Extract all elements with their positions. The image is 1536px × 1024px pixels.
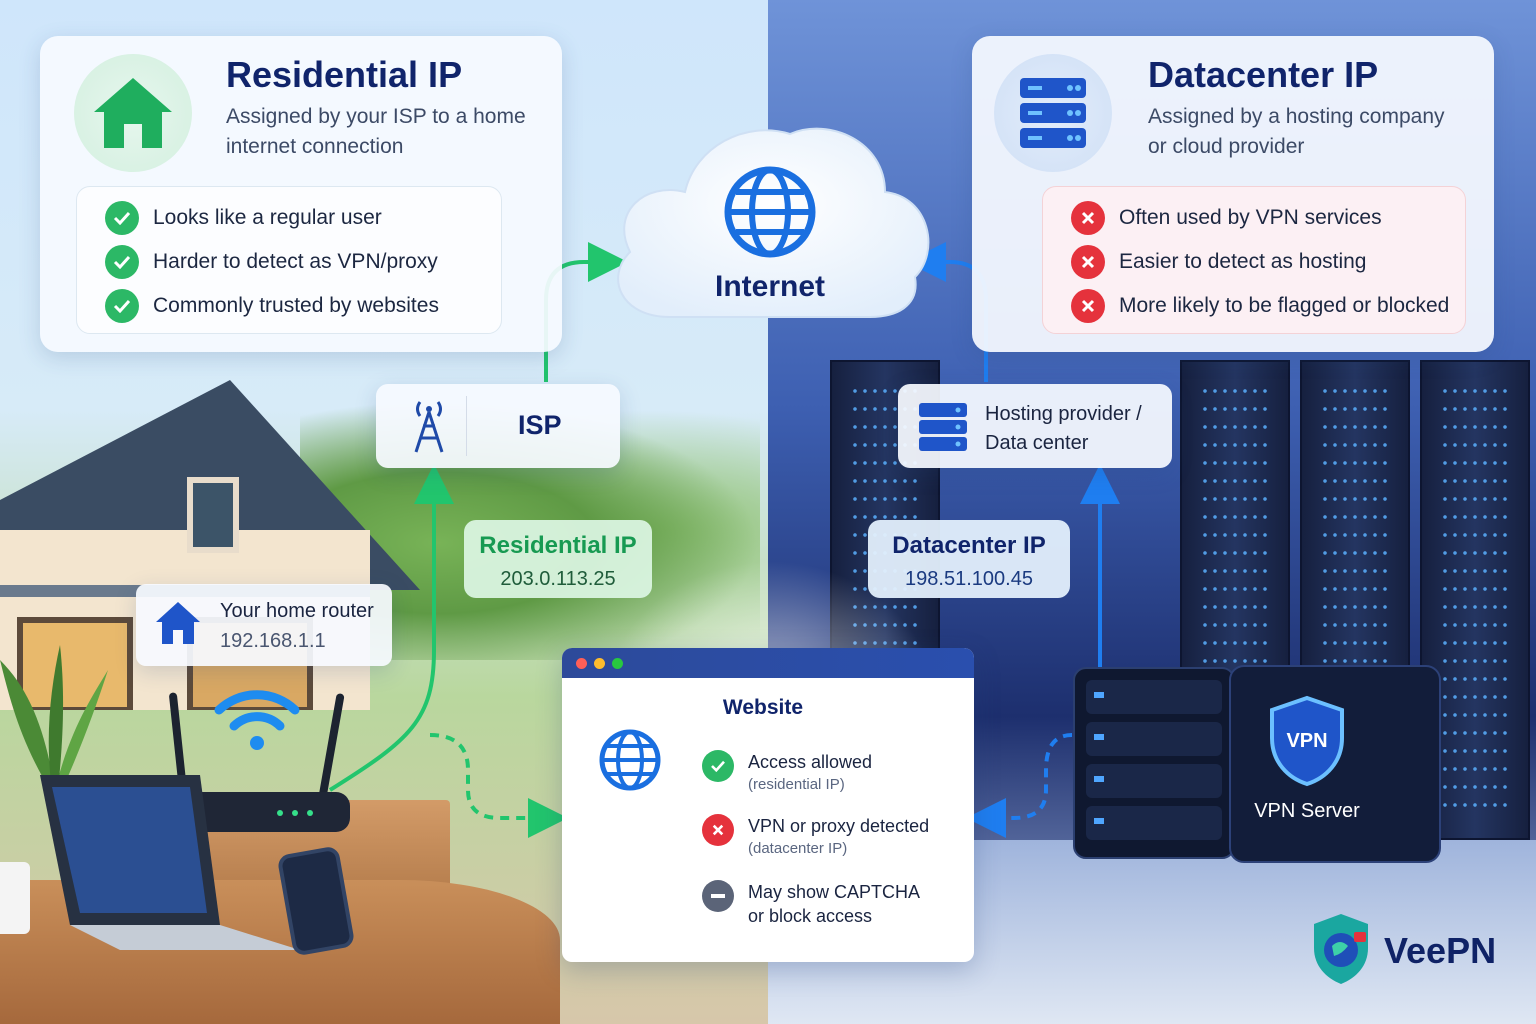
server-icon bbox=[919, 403, 967, 451]
close-dot-icon[interactable] bbox=[576, 657, 587, 669]
vpn-shield-icon bbox=[1270, 695, 1344, 787]
datacenter-ip-chip: Datacenter IP 198.51.100.45 bbox=[868, 520, 1070, 598]
isp-divider bbox=[466, 396, 467, 456]
result-row: Access allowed (residential IP) bbox=[702, 750, 872, 796]
list-item: More likely to be flagged or blocked bbox=[1071, 289, 1449, 323]
list-item: Looks like a regular user bbox=[105, 201, 382, 235]
globe-icon bbox=[724, 166, 816, 258]
x-icon bbox=[1071, 245, 1105, 279]
x-icon bbox=[1071, 201, 1105, 235]
isp-label: ISP bbox=[518, 410, 562, 440]
brand-name: VeePN bbox=[1384, 930, 1497, 971]
hosting-label-line1: Hosting provider / bbox=[985, 403, 1142, 425]
vpn-server-illustration bbox=[1073, 665, 1441, 863]
datacenter-ip-address: 198.51.100.45 bbox=[905, 568, 1033, 590]
result-label: VPN or proxy detected bbox=[748, 816, 930, 836]
result-label: Access allowed bbox=[748, 752, 873, 772]
internet-label: Internet bbox=[714, 270, 825, 303]
residential-title: Residential IP bbox=[226, 54, 463, 95]
list-item: Harder to detect as VPN/proxy bbox=[105, 245, 438, 279]
vpn-shield-text: VPN bbox=[1286, 730, 1328, 752]
mug-illustration bbox=[0, 862, 30, 934]
plant-illustration bbox=[0, 645, 108, 790]
router-title: Your home router bbox=[220, 600, 374, 622]
residential-ip-chip: Residential IP 203.0.113.25 bbox=[464, 520, 652, 598]
drawback-label: More likely to be flagged or blocked bbox=[1119, 294, 1450, 317]
datacenter-subtitle-line2: or cloud provider bbox=[1148, 135, 1305, 158]
check-icon bbox=[105, 245, 139, 279]
veepn-logo-icon bbox=[1314, 914, 1368, 984]
home-icon bbox=[94, 78, 172, 148]
list-item: Commonly trusted by websites bbox=[105, 289, 439, 323]
benefit-label: Harder to detect as VPN/proxy bbox=[153, 250, 438, 273]
router-ip: 192.168.1.1 bbox=[220, 630, 326, 652]
datacenter-drawbacks-list: Often used by VPN services Easier to det… bbox=[1042, 186, 1466, 334]
wifi-icon bbox=[214, 690, 300, 750]
residential-ip-chip-title: Residential IP bbox=[479, 532, 637, 559]
result-note: (datacenter IP) bbox=[748, 840, 848, 857]
list-item: Often used by VPN services bbox=[1071, 201, 1382, 235]
server-rack bbox=[1420, 360, 1530, 840]
cell-tower-icon bbox=[414, 401, 444, 453]
hosting-label: Hosting provider / Data center bbox=[985, 400, 1142, 458]
datacenter-ip-chip-title: Datacenter IP bbox=[892, 532, 1046, 559]
benefit-label: Commonly trusted by websites bbox=[153, 294, 439, 317]
x-icon bbox=[702, 814, 734, 846]
result-label: May show CAPTCHA bbox=[748, 882, 921, 902]
datacenter-subtitle-line1: Assigned by a hosting company bbox=[1148, 105, 1445, 128]
result-row: VPN or proxy detected (datacenter IP) bbox=[702, 814, 929, 860]
minus-icon bbox=[702, 880, 734, 912]
result-note: or block access bbox=[748, 906, 873, 926]
residential-benefits-list: Looks like a regular user Harder to dete… bbox=[76, 186, 502, 334]
internet-cloud bbox=[617, 127, 930, 318]
residential-subtitle-line2: internet connection bbox=[226, 135, 404, 158]
residential-ip-address: 203.0.113.25 bbox=[500, 568, 616, 590]
check-icon bbox=[702, 750, 734, 782]
server-icon-circle bbox=[994, 54, 1112, 172]
result-row: May show CAPTCHA or block access bbox=[702, 880, 920, 928]
website-window: Website Access allowed (residential IP) … bbox=[562, 648, 974, 962]
benefit-label: Looks like a regular user bbox=[153, 206, 382, 229]
residential-subtitle-line1: Assigned by your ISP to a home bbox=[226, 105, 526, 128]
website-title: Website bbox=[722, 696, 804, 719]
vpn-server-label: VPN Server bbox=[1254, 800, 1360, 822]
check-icon bbox=[105, 201, 139, 235]
datacenter-title: Datacenter IP bbox=[1148, 54, 1379, 95]
router-illustration bbox=[160, 692, 350, 832]
server-stack-icon bbox=[1020, 78, 1086, 148]
drawback-label: Easier to detect as hosting bbox=[1119, 250, 1367, 273]
isp-node bbox=[376, 384, 620, 468]
check-icon bbox=[105, 289, 139, 323]
minimize-dot-icon[interactable] bbox=[594, 657, 605, 669]
home-icon-circle bbox=[74, 54, 192, 172]
maximize-dot-icon[interactable] bbox=[612, 657, 623, 669]
laptop-illustration bbox=[40, 775, 300, 950]
home-icon bbox=[156, 602, 200, 644]
list-item: Easier to detect as hosting bbox=[1071, 245, 1366, 279]
result-note: (residential IP) bbox=[748, 776, 845, 793]
globe-icon bbox=[599, 729, 661, 791]
window-title-bar bbox=[562, 648, 974, 678]
hosting-label-line2: Data center bbox=[985, 432, 1089, 454]
x-icon bbox=[1071, 289, 1105, 323]
drawback-label: Often used by VPN services bbox=[1119, 206, 1382, 229]
